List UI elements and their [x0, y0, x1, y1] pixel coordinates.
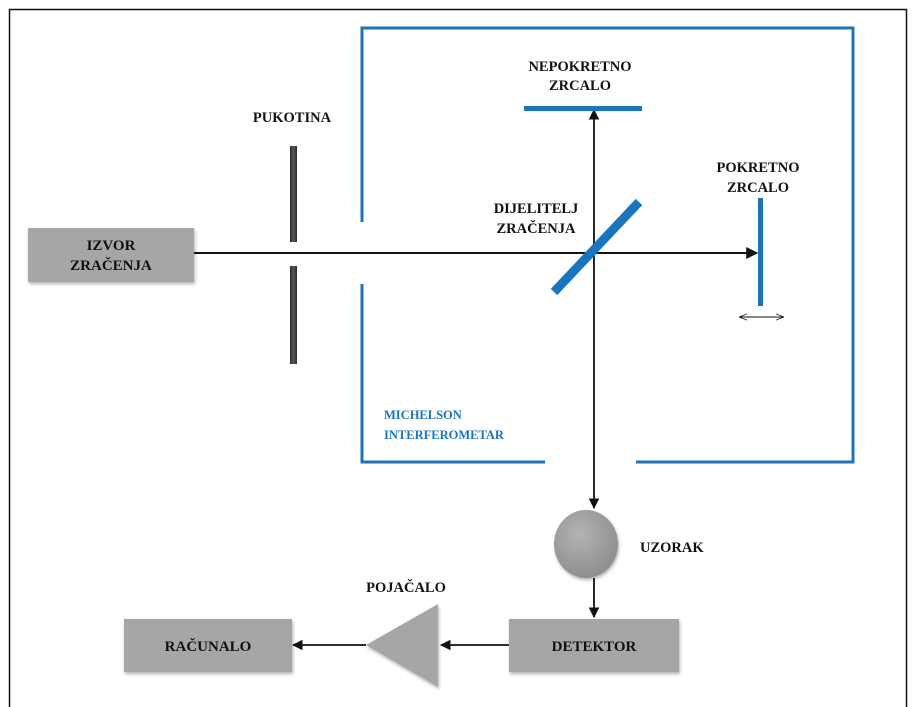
sample — [554, 510, 618, 578]
interferometer-enclosure — [360, 26, 855, 464]
source-label-line2: ZRAČENJA — [70, 257, 152, 274]
moving-mirror — [758, 198, 763, 306]
moving-mirror-label-line2: ZRCALO — [727, 180, 789, 196]
interferometer-label-line1: MICHELSON — [384, 408, 462, 422]
detector-box: DETEKTOR — [509, 619, 679, 672]
sample-label: UZORAK — [640, 540, 704, 556]
amplifier — [366, 604, 438, 687]
splitter-label-line2: ZRAČENJA — [497, 220, 576, 237]
computer-label: RAČUNALO — [165, 638, 252, 655]
slit-label: PUKOTINA — [253, 110, 332, 126]
radiation-source-box: IZVOR ZRAČENJA — [28, 228, 194, 282]
outer-frame — [8, 8, 908, 707]
fixed-mirror-label-line1: NEPOKRETNO — [528, 59, 631, 75]
moving-mirror-label-line1: POKRETNO — [717, 160, 800, 176]
amplifier-label: POJAČALO — [366, 579, 446, 596]
fixed-mirror — [524, 106, 642, 111]
detector-label: DETEKTOR — [552, 639, 637, 655]
splitter-label-line1: DIJELITELJ — [494, 201, 579, 217]
fixed-mirror-label-line2: ZRCALO — [549, 78, 611, 94]
computer-box: RAČUNALO — [124, 619, 292, 672]
slit — [290, 146, 297, 364]
beam-splitter — [550, 198, 643, 296]
source-label-line1: IZVOR — [87, 238, 136, 254]
interferometer-label-line2: INTERFEROMETAR — [384, 428, 505, 442]
